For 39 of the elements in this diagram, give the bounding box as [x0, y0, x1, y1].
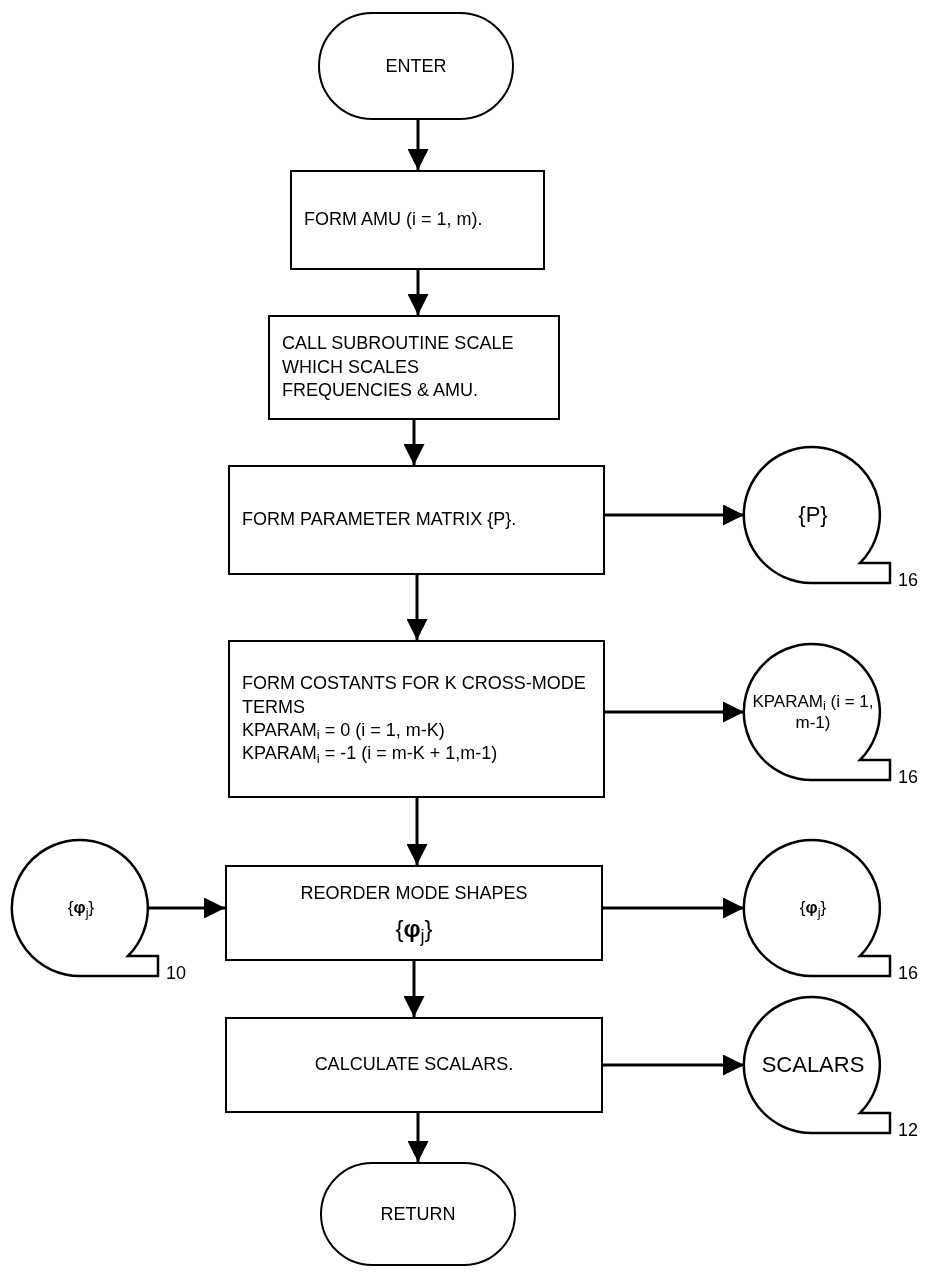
tape-label: {P}	[798, 501, 828, 529]
tape-label: KPARAM$_{i}$ (i = 1, m-1)	[751, 690, 875, 734]
arrow	[407, 120, 429, 170]
process-text: REORDER MODE SHAPES	[300, 881, 528, 905]
arrow	[407, 270, 429, 315]
process-text: FORM PARAMETER MATRIX {P}.	[242, 508, 517, 532]
process-box	[228, 465, 605, 575]
process-text: CALCULATE SCALARS.	[314, 1053, 514, 1077]
process-text: KPARAM$_{i}$ = -1 (i = m-K + 1,m-1)	[242, 742, 498, 766]
arrow	[605, 504, 744, 526]
process-box	[228, 640, 605, 798]
arrow	[605, 701, 744, 723]
arrow	[406, 575, 428, 640]
arrow	[148, 897, 225, 919]
unit-number: 12	[898, 1119, 919, 1142]
process-text: CALL SUBROUTINE SCALE WHICH SCALES FREQUENCIES & AMU.	[282, 332, 515, 403]
process-box	[225, 1017, 603, 1113]
arrow	[403, 961, 425, 1017]
arrow	[603, 1054, 744, 1076]
process-text: FORM AMU (i = 1, m).	[304, 208, 483, 232]
unit-number: 10	[166, 962, 187, 985]
terminal-label: ENTER	[385, 54, 447, 78]
process-box	[225, 865, 603, 961]
tape-label: SCALARS	[761, 1051, 865, 1079]
tape-label: {φ$_{j}$}	[799, 897, 827, 919]
arrow	[603, 897, 744, 919]
arrow	[403, 420, 425, 465]
process-box	[268, 315, 560, 420]
process-box	[290, 170, 545, 270]
process-text: FORM COSTANTS FOR K CROSS-MODE TERMS	[242, 672, 587, 719]
unit-number: 16	[898, 962, 919, 985]
arrow	[406, 798, 428, 865]
process-text: KPARAM$_{i}$ = 0 (i = 1, m-K)	[242, 719, 445, 743]
unit-number: 16	[898, 766, 919, 789]
process-text: {φ$_{j}$}	[395, 914, 433, 945]
unit-number: 16	[898, 569, 919, 592]
tape-label: {φ$_{j}$}	[67, 897, 95, 919]
arrow	[407, 1113, 429, 1162]
terminal-label: RETURN	[380, 1202, 456, 1226]
